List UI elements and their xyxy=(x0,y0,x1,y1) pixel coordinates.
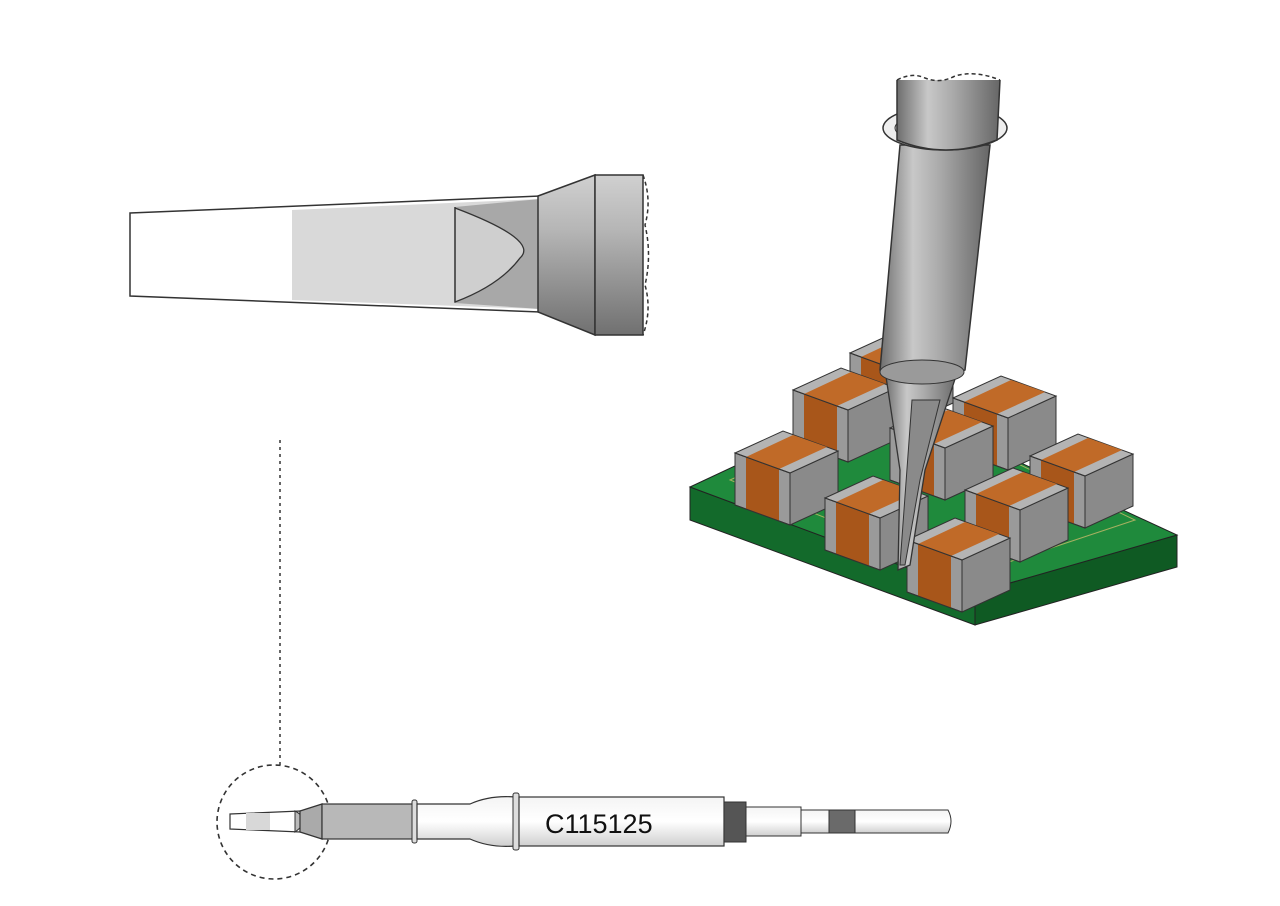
tip-enlarged-view xyxy=(129,173,650,337)
soldering-iron xyxy=(879,73,1008,571)
part-number-label: C115125 xyxy=(545,809,653,839)
cartridge-full-view: C115125 xyxy=(229,792,952,851)
